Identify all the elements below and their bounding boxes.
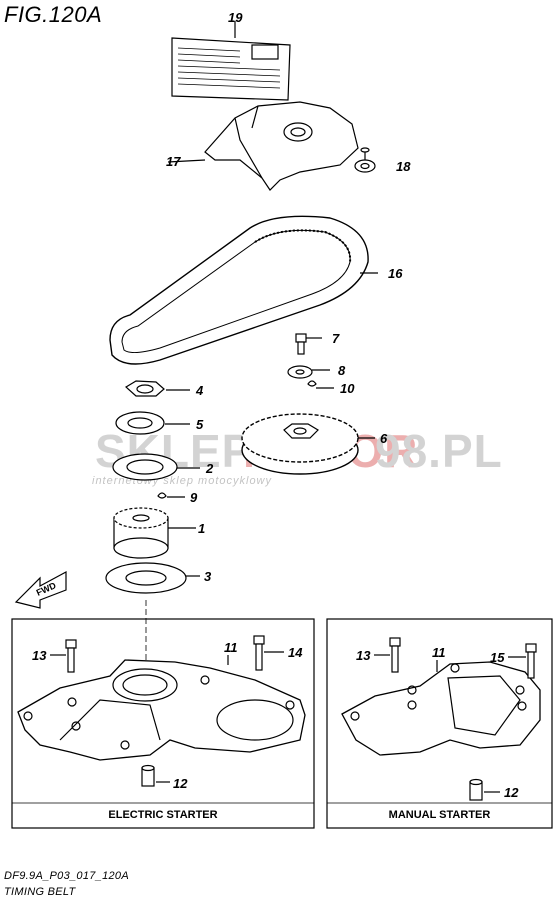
diagram-code: DF9.9A_P03_017_120A — [4, 870, 129, 882]
callout-11-manual: 11 — [432, 645, 446, 660]
driven-pulley-6-part — [241, 413, 375, 475]
manual-starter-panel — [326, 618, 553, 829]
callout-2: 2 — [205, 461, 214, 476]
electric-starter-panel — [11, 618, 315, 829]
bracket-11-manual-part — [341, 660, 541, 756]
callout-7: 7 — [332, 331, 340, 346]
callout-5: 5 — [196, 417, 204, 432]
drive-pulley-1-part — [113, 507, 196, 559]
key-10-part — [307, 380, 334, 389]
callout-6: 6 — [380, 431, 388, 446]
electric-starter-caption: ELECTRIC STARTER — [108, 809, 218, 821]
washer-8-part — [287, 365, 330, 379]
callout-19: 19 — [228, 10, 243, 25]
collar-12-manual-part — [469, 778, 500, 801]
manual-starter-caption: MANUAL STARTER — [388, 809, 491, 821]
callout-4: 4 — [195, 383, 204, 398]
callout-10: 10 — [340, 381, 355, 396]
grommet-part — [354, 147, 376, 173]
key-9-part — [157, 492, 185, 499]
bracket-11-electric-part — [17, 655, 306, 761]
washer-2-part — [112, 453, 200, 481]
callout-15: 15 — [490, 650, 505, 665]
label-sticker-part — [171, 21, 291, 101]
callout-13-manual: 13 — [356, 648, 371, 663]
fwd-arrow: FWD — [14, 570, 67, 609]
nut-4-part — [124, 380, 190, 397]
belt-cover-part — [167, 101, 359, 191]
callout-17: 17 — [166, 154, 181, 169]
bolt-13-manual-part — [374, 637, 401, 673]
callout-8: 8 — [338, 363, 346, 378]
diagram-caption: TIMING BELT — [4, 886, 76, 898]
callout-18: 18 — [396, 159, 411, 174]
callout-9: 9 — [190, 490, 198, 505]
bolt-14-part — [253, 635, 284, 671]
callout-1: 1 — [198, 521, 205, 536]
callout-13-electric: 13 — [32, 648, 47, 663]
callout-14: 14 — [288, 645, 303, 660]
bolt-15-part — [508, 643, 537, 679]
bolt-13-electric-part — [50, 639, 77, 673]
figure-title: FIG.120A — [4, 2, 103, 27]
flange-3-part — [105, 562, 200, 594]
watermark-brand-right: 98.PL — [375, 425, 503, 477]
watermark-tagline: internetowy sklep motocyklowy — [92, 475, 273, 487]
plate-5-part — [115, 411, 190, 435]
collar-12-electric-part — [141, 764, 170, 787]
callout-11-electric: 11 — [224, 640, 238, 655]
callout-3: 3 — [204, 569, 212, 584]
bolt-7-part — [295, 333, 322, 355]
timing-belt-part — [109, 215, 378, 365]
callout-12-electric: 12 — [173, 776, 188, 791]
callout-12-manual: 12 — [504, 785, 519, 800]
callout-16: 16 — [388, 266, 403, 281]
